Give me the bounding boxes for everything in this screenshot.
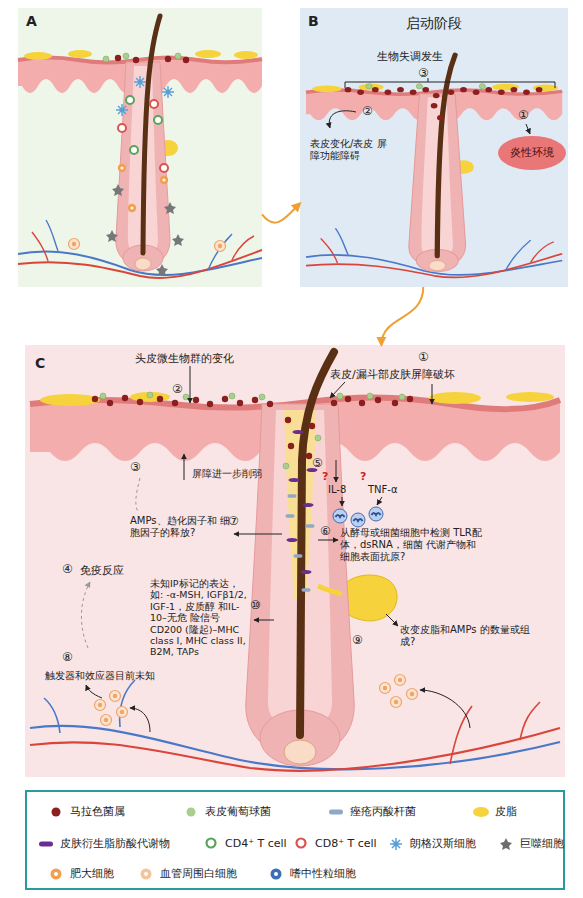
legend-swatch bbox=[267, 867, 285, 881]
legend-text: 皮脂 bbox=[495, 804, 517, 819]
panel-heading: 启动阶段 bbox=[300, 15, 568, 32]
ellipse-label: 炎性环境 bbox=[510, 146, 554, 159]
swatch-shape bbox=[207, 839, 216, 848]
legend-swatch bbox=[47, 867, 65, 881]
legend-item: 嗜中性粒细胞 bbox=[267, 866, 356, 881]
legend-item: 皮肤衍生脂肪酸代谢物 bbox=[37, 836, 170, 851]
legend-item: 朗格汉斯细胞 bbox=[387, 836, 476, 851]
panel-c: C bbox=[25, 345, 565, 777]
panel-b: B启动阶段炎性环境 bbox=[300, 8, 568, 287]
panel-letter: A bbox=[26, 13, 37, 30]
legend-item: 肥大细胞 bbox=[47, 866, 114, 881]
legend-swatch bbox=[472, 805, 490, 819]
legend-item: CD4⁺ T cell bbox=[202, 836, 287, 850]
legend-box: 马拉色菌属 表皮葡萄球菌 痤疮丙酸杆菌 皮脂皮肤衍生脂肪酸代谢物 CD4⁺ T cell… bbox=[25, 790, 565, 890]
swatch-shape bbox=[187, 807, 196, 816]
swatch-shape bbox=[390, 838, 402, 850]
swatch-shape bbox=[297, 839, 306, 848]
swatch-shape bbox=[52, 807, 61, 816]
swatch-shape bbox=[271, 868, 282, 879]
legend-text: 皮肤衍生脂肪酸代谢物 bbox=[60, 836, 170, 851]
legend-item: 血管周围白细胞 bbox=[137, 866, 237, 881]
swatch-shape bbox=[329, 809, 343, 814]
legend-text: 朗格汉斯细胞 bbox=[410, 836, 476, 851]
swatch-shape bbox=[274, 872, 278, 876]
legend-swatch bbox=[137, 867, 155, 881]
legend-swatch bbox=[387, 837, 405, 851]
legend-text: 肥大细胞 bbox=[70, 866, 114, 881]
legend-swatch bbox=[47, 805, 65, 819]
legend-text: 血管周围白细胞 bbox=[160, 866, 237, 881]
flow-arrow bbox=[262, 203, 300, 222]
legend-swatch bbox=[497, 837, 515, 851]
swatch-shape bbox=[500, 838, 512, 850]
swatch-shape bbox=[144, 872, 148, 876]
legend-item: 马拉色菌属 bbox=[47, 804, 125, 819]
legend-swatch bbox=[182, 805, 200, 819]
flow-arrow bbox=[381, 287, 423, 345]
legend-swatch bbox=[327, 805, 345, 819]
legend-swatch bbox=[292, 836, 310, 850]
legend-text: 表皮葡萄球菌 bbox=[205, 804, 271, 819]
panel-letter: C bbox=[35, 355, 45, 372]
inflammation-ellipse: 炎性环境 bbox=[498, 136, 566, 170]
legend-item: 表皮葡萄球菌 bbox=[182, 804, 271, 819]
swatch-shape bbox=[394, 841, 399, 846]
swatch-shape bbox=[141, 868, 152, 879]
legend-item: CD8⁺ T cell bbox=[292, 836, 377, 850]
legend-text: CD4⁺ T cell bbox=[225, 837, 287, 850]
legend-text: 马拉色菌属 bbox=[70, 804, 125, 819]
legend-item: 巨噬细胞 bbox=[497, 836, 564, 851]
swatch-shape bbox=[473, 807, 489, 817]
swatch-shape bbox=[51, 868, 62, 879]
swatch-shape bbox=[54, 872, 58, 876]
legend-text: 嗜中性粒细胞 bbox=[290, 866, 356, 881]
legend-item: 皮脂 bbox=[472, 804, 517, 819]
legend-text: 痤疮丙酸杆菌 bbox=[350, 804, 416, 819]
panel-letter: B bbox=[308, 13, 319, 30]
swatch-shape bbox=[39, 841, 53, 846]
legend-item: 痤疮丙酸杆菌 bbox=[327, 804, 416, 819]
panel-a: A bbox=[18, 8, 262, 287]
legend-swatch bbox=[202, 836, 220, 850]
legend-text: CD8⁺ T cell bbox=[315, 837, 377, 850]
legend-text: 巨噬细胞 bbox=[520, 836, 564, 851]
legend-swatch bbox=[37, 837, 55, 851]
